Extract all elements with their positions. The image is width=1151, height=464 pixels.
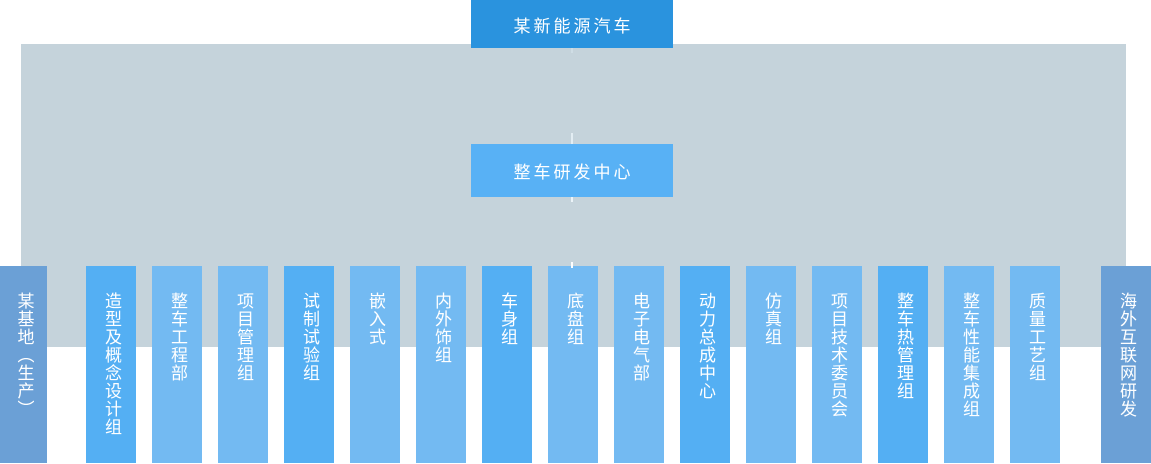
- department-column-label: 海外互联网研发: [1117, 292, 1136, 418]
- department-column[interactable]: 整车工程部: [152, 266, 202, 463]
- department-column-label: 整车热管理组: [894, 292, 913, 400]
- connector-tick-center-bottom: [571, 197, 573, 202]
- department-column[interactable]: 底盘组: [548, 266, 598, 463]
- department-column-label: 试制试验组: [300, 292, 319, 382]
- department-column[interactable]: 内外饰组: [416, 266, 466, 463]
- department-column[interactable]: 项目技术委员会: [812, 266, 862, 463]
- department-column-label: 车身组: [498, 292, 517, 346]
- department-column[interactable]: 项目管理组: [218, 266, 268, 463]
- center-node[interactable]: 整车研发中心: [471, 144, 673, 197]
- root-node-label: 某新能源汽车: [513, 16, 634, 36]
- department-column-label: 整车性能集成组: [960, 292, 979, 418]
- department-column-label: 动力总成中心: [696, 292, 715, 400]
- department-column-label: 仿真组: [762, 292, 781, 346]
- department-column[interactable]: 海外互联网研发: [1101, 266, 1151, 463]
- department-column-label: 整车工程部: [168, 292, 187, 382]
- department-column[interactable]: 整车性能集成组: [944, 266, 994, 463]
- department-column-label: 造型及概念设计组: [102, 292, 121, 436]
- department-column[interactable]: 仿真组: [746, 266, 796, 463]
- department-column[interactable]: 电子电气部: [614, 266, 664, 463]
- department-column[interactable]: 造型及概念设计组: [86, 266, 136, 463]
- root-node[interactable]: 某新能源汽车: [471, 0, 673, 48]
- department-column[interactable]: 车身组: [482, 266, 532, 463]
- department-column[interactable]: 某基地（生产）: [0, 266, 47, 463]
- department-column[interactable]: 试制试验组: [284, 266, 334, 463]
- department-column-label: 底盘组: [564, 292, 583, 346]
- connector-tick-columns: [571, 262, 573, 268]
- connector-tick-root: [571, 48, 573, 53]
- department-column-label: 项目技术委员会: [828, 292, 847, 418]
- department-column[interactable]: 动力总成中心: [680, 266, 730, 463]
- connector-tick-center-top: [571, 133, 573, 144]
- department-column-label: 某基地（生产）: [14, 292, 34, 418]
- department-column-label: 电子电气部: [630, 292, 649, 382]
- center-node-label: 整车研发中心: [513, 163, 634, 182]
- department-column-label: 质量工艺组: [1026, 292, 1045, 382]
- department-column[interactable]: 质量工艺组: [1010, 266, 1060, 463]
- department-column-label: 嵌入式: [366, 292, 385, 346]
- department-column-label: 项目管理组: [234, 292, 253, 382]
- department-column-label: 内外饰组: [432, 292, 451, 364]
- department-column[interactable]: 嵌入式: [350, 266, 400, 463]
- department-column[interactable]: 整车热管理组: [878, 266, 928, 463]
